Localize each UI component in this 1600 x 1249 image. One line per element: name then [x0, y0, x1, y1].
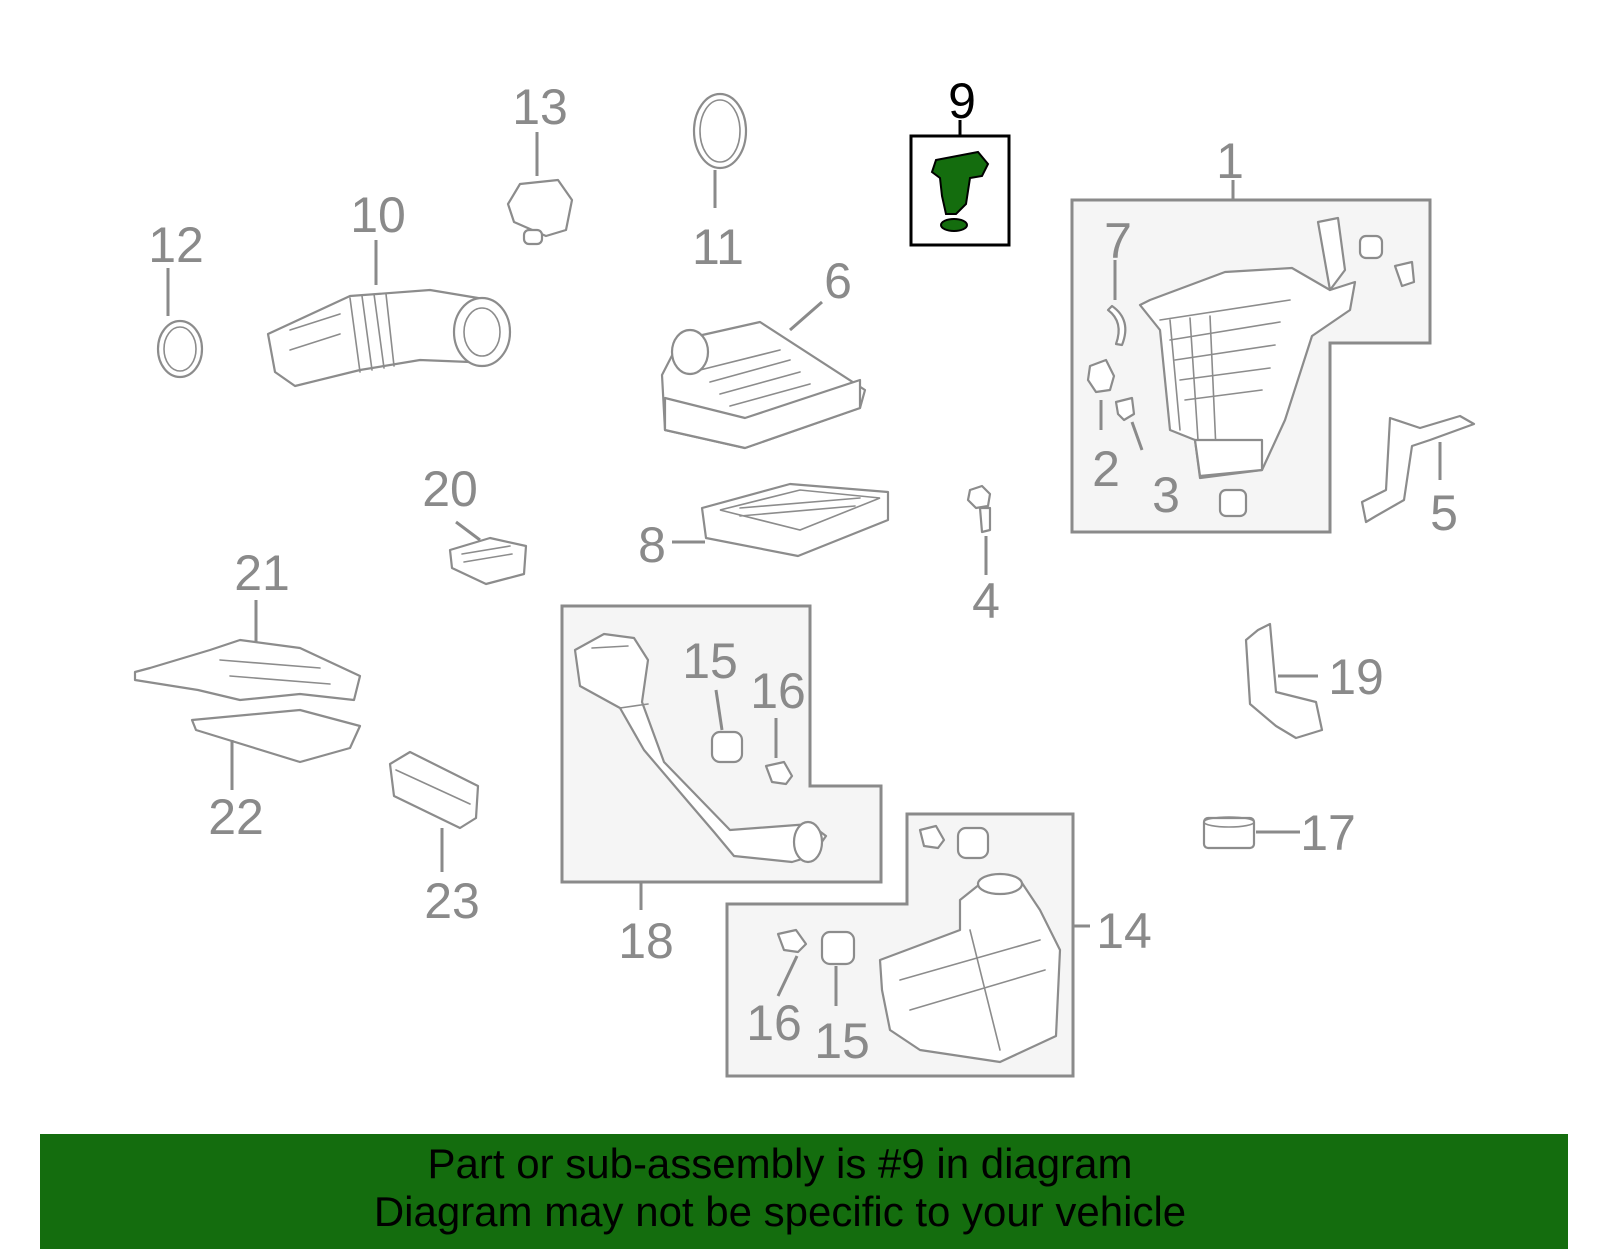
label-2: 2 [1092, 441, 1120, 497]
part-22-tray[interactable] [190, 708, 362, 764]
part-17-ring[interactable] [1202, 816, 1256, 850]
part-6-air-cleaner-cover[interactable] [660, 320, 867, 450]
label-14: 14 [1096, 903, 1152, 959]
leader-20 [455, 520, 481, 542]
part-2-grommet[interactable] [1086, 358, 1116, 394]
label-1: 1 [1216, 133, 1244, 189]
part-14-lower-box[interactable] [878, 824, 1062, 1064]
label-21: 21 [234, 545, 290, 601]
label-7: 7 [1104, 213, 1132, 269]
label-11: 11 [692, 219, 744, 275]
label-9: 9 [948, 73, 976, 129]
label-12: 12 [148, 217, 204, 273]
part-9-highlighted[interactable] [909, 120, 1011, 247]
part-15-bushing-upper[interactable] [710, 730, 744, 764]
part-13-sensor[interactable] [506, 178, 574, 246]
part-7-clip[interactable] [1106, 304, 1127, 347]
label-15-upper: 15 [682, 633, 738, 689]
part-16-bolt-lower[interactable] [776, 928, 808, 954]
part-9-sensor [930, 150, 990, 215]
label-19: 19 [1328, 649, 1384, 705]
label-15-lower: 15 [814, 1013, 870, 1069]
label-18: 18 [618, 913, 674, 969]
label-3: 3 [1152, 467, 1180, 523]
info-banner: Part or sub-assembly is #9 in diagram Di… [40, 1134, 1568, 1249]
part-9-oring [940, 218, 968, 232]
part-8-air-filter[interactable] [700, 482, 890, 558]
label-16-upper: 16 [750, 663, 806, 719]
leader-6 [789, 300, 823, 332]
leader-15-upper [714, 689, 724, 731]
part-23-resonator[interactable] [388, 750, 480, 830]
part-11-clamp[interactable] [692, 92, 748, 170]
part-15-bushing-lower[interactable] [820, 930, 856, 966]
part-3-bolt[interactable] [1114, 396, 1136, 422]
label-23: 23 [424, 873, 480, 929]
label-10: 10 [350, 187, 406, 243]
label-4: 4 [972, 573, 1000, 629]
part-1-air-cleaner-housing[interactable] [1138, 216, 1416, 518]
part-12-clamp[interactable] [156, 319, 204, 379]
part-20-grommet[interactable] [448, 536, 528, 586]
label-22: 22 [208, 789, 264, 845]
part-16-bolt-upper[interactable] [764, 760, 794, 786]
part-21-cover[interactable] [133, 638, 362, 702]
label-13: 13 [512, 79, 568, 135]
banner-line-1: Part or sub-assembly is #9 in diagram [427, 1140, 1133, 1187]
banner-line-2: Diagram may not be specific to your vehi… [373, 1188, 1187, 1235]
label-8: 8 [638, 517, 666, 573]
leader-16-lower [776, 955, 799, 997]
label-20: 20 [422, 461, 478, 517]
label-16-lower: 16 [746, 995, 802, 1051]
label-6: 6 [824, 253, 852, 309]
leader-3 [1130, 421, 1144, 451]
part-19-bracket[interactable] [1244, 622, 1324, 740]
part-5-bracket[interactable] [1360, 414, 1476, 524]
part-10-intake-hose[interactable] [266, 288, 512, 388]
label-5: 5 [1430, 485, 1458, 541]
label-17: 17 [1300, 805, 1356, 861]
part-18-intake-duct[interactable] [573, 632, 828, 864]
part-4-bolt[interactable] [966, 484, 992, 534]
